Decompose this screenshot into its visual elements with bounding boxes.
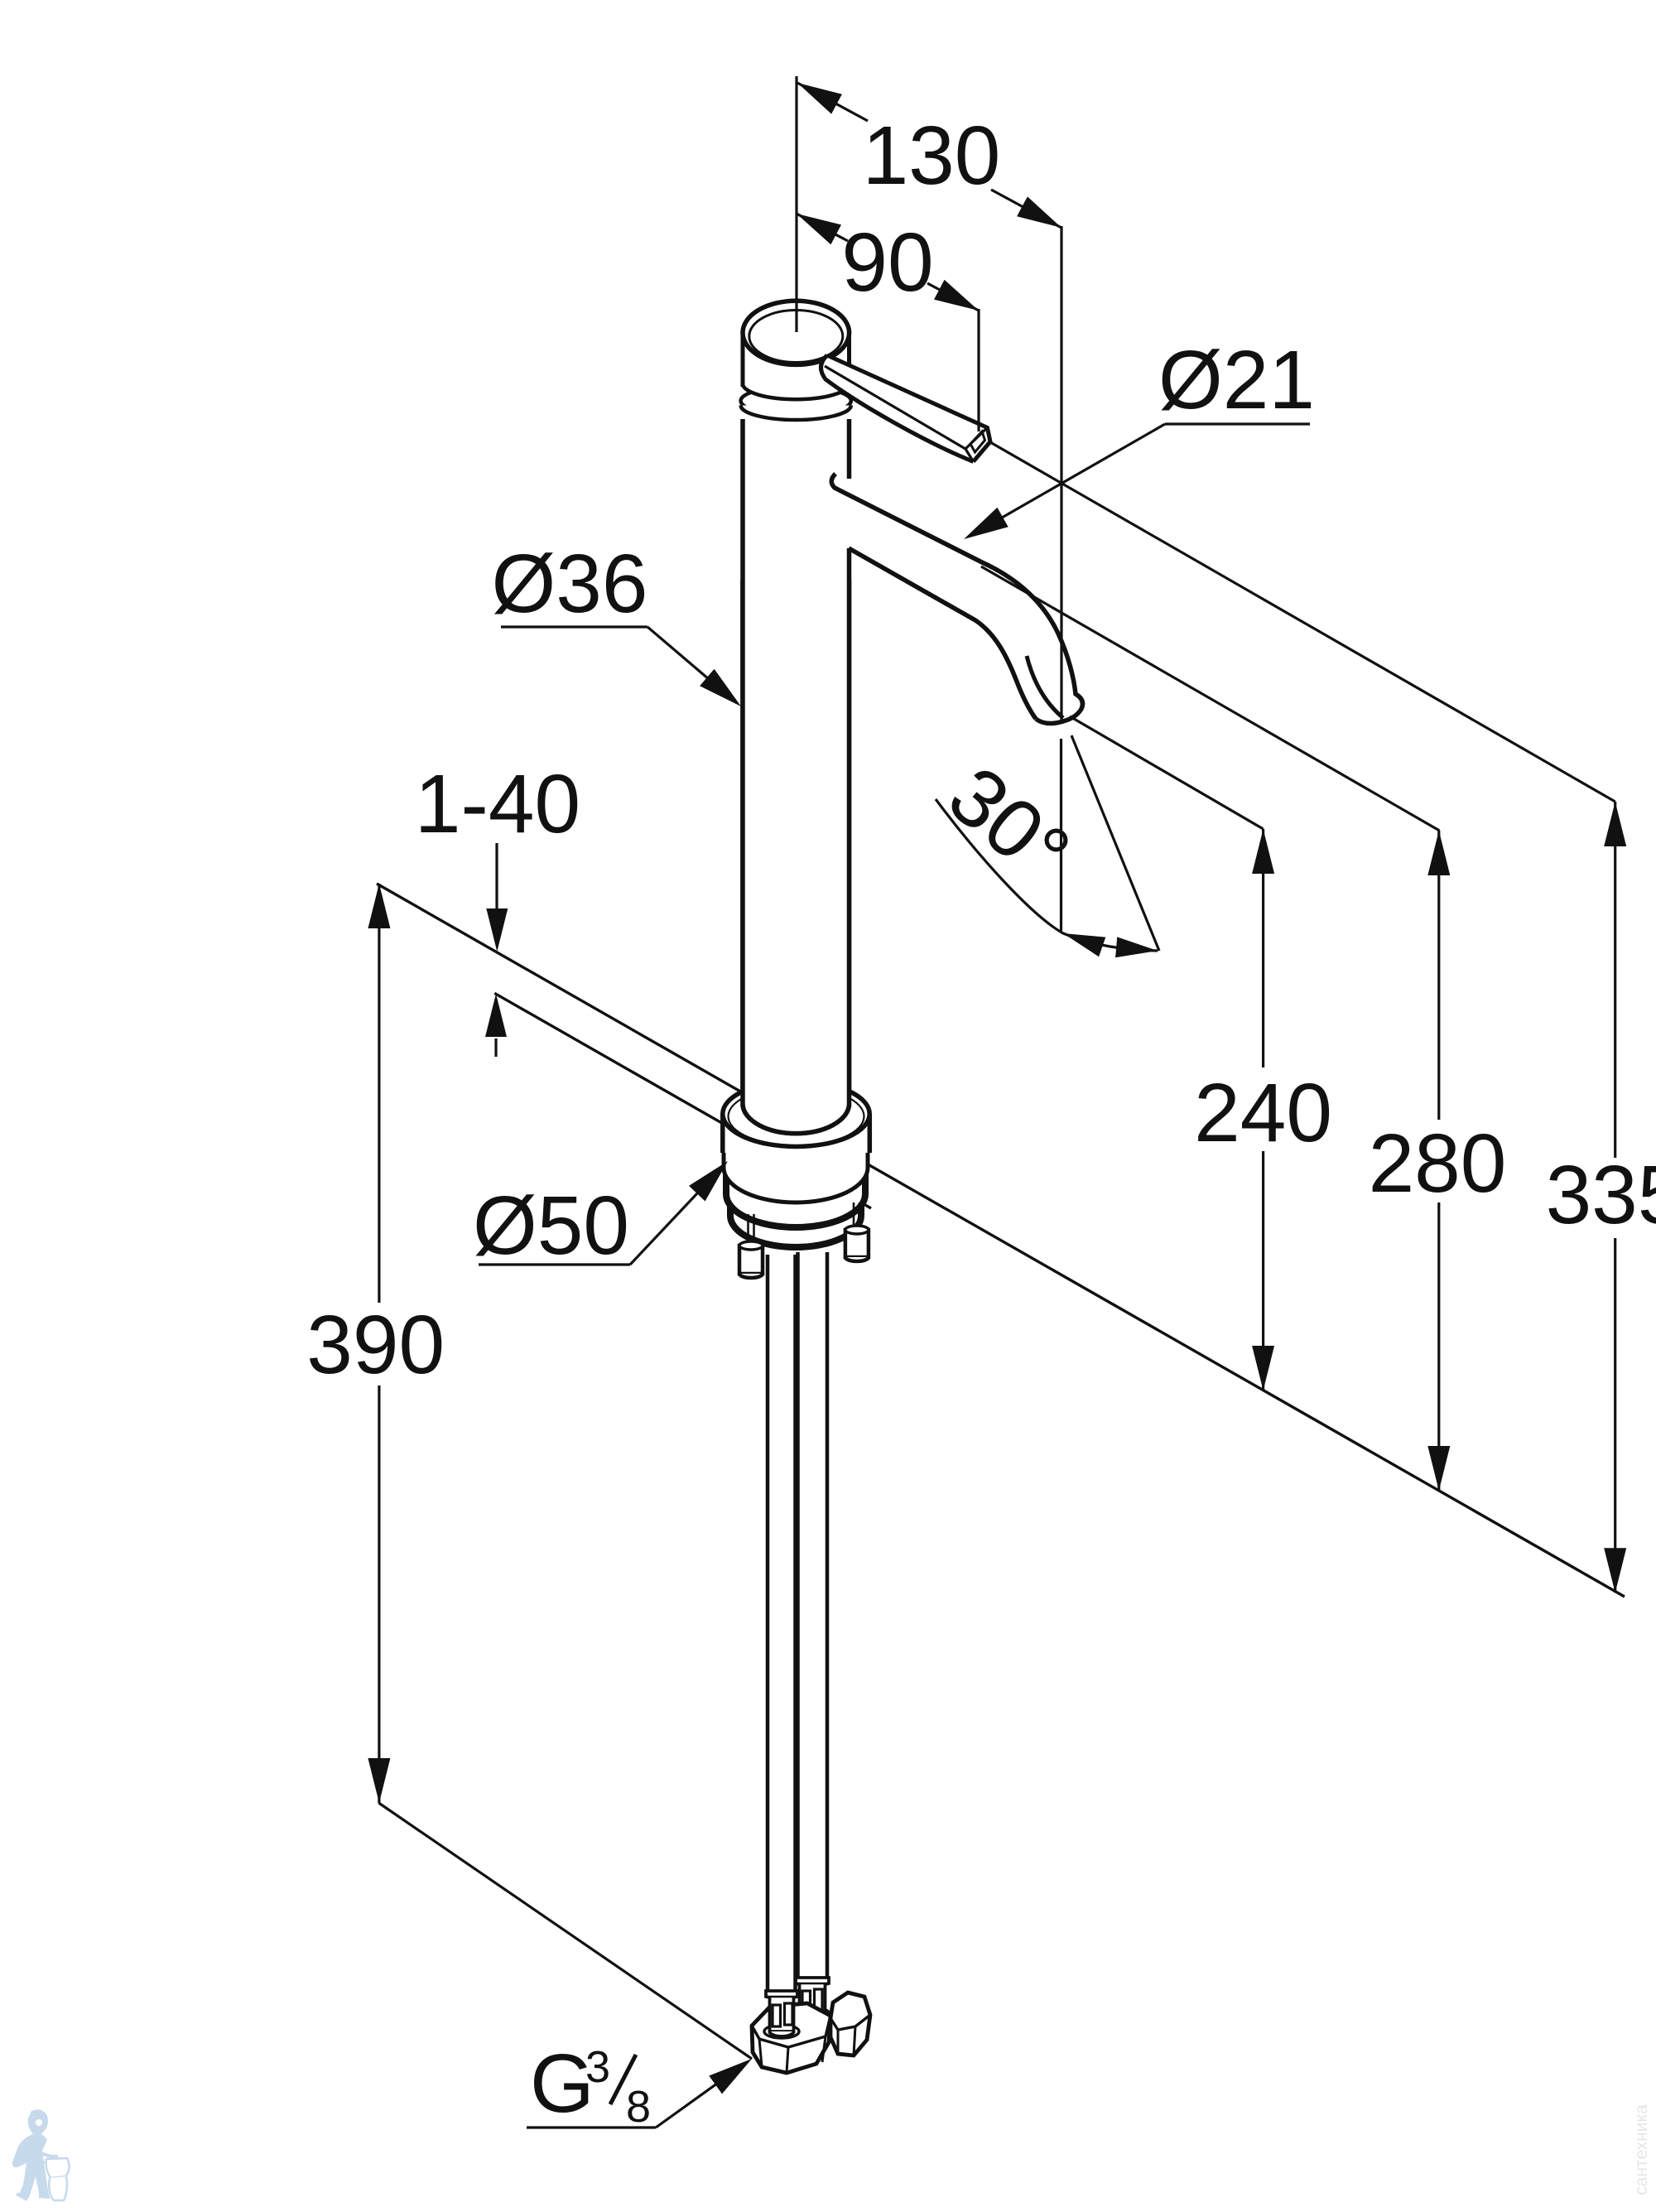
svg-text:Ø21: Ø21	[1158, 334, 1315, 426]
svg-text:Ø36: Ø36	[491, 537, 647, 630]
svg-text:G: G	[530, 2037, 595, 2130]
svg-text:сантехника: сантехника	[1632, 2104, 1651, 2195]
svg-text:3: 3	[585, 2042, 610, 2092]
svg-text:390: 390	[306, 1299, 445, 1391]
svg-text:8: 8	[626, 2082, 651, 2132]
svg-text:130: 130	[863, 109, 1001, 202]
svg-text:Ø50: Ø50	[473, 1179, 629, 1272]
svg-text:1-40: 1-40	[415, 758, 580, 851]
svg-text:335: 335	[1546, 1149, 1656, 1241]
svg-text:90: 90	[841, 216, 933, 309]
svg-text:240: 240	[1194, 1067, 1332, 1159]
svg-text:280: 280	[1369, 1117, 1507, 1210]
